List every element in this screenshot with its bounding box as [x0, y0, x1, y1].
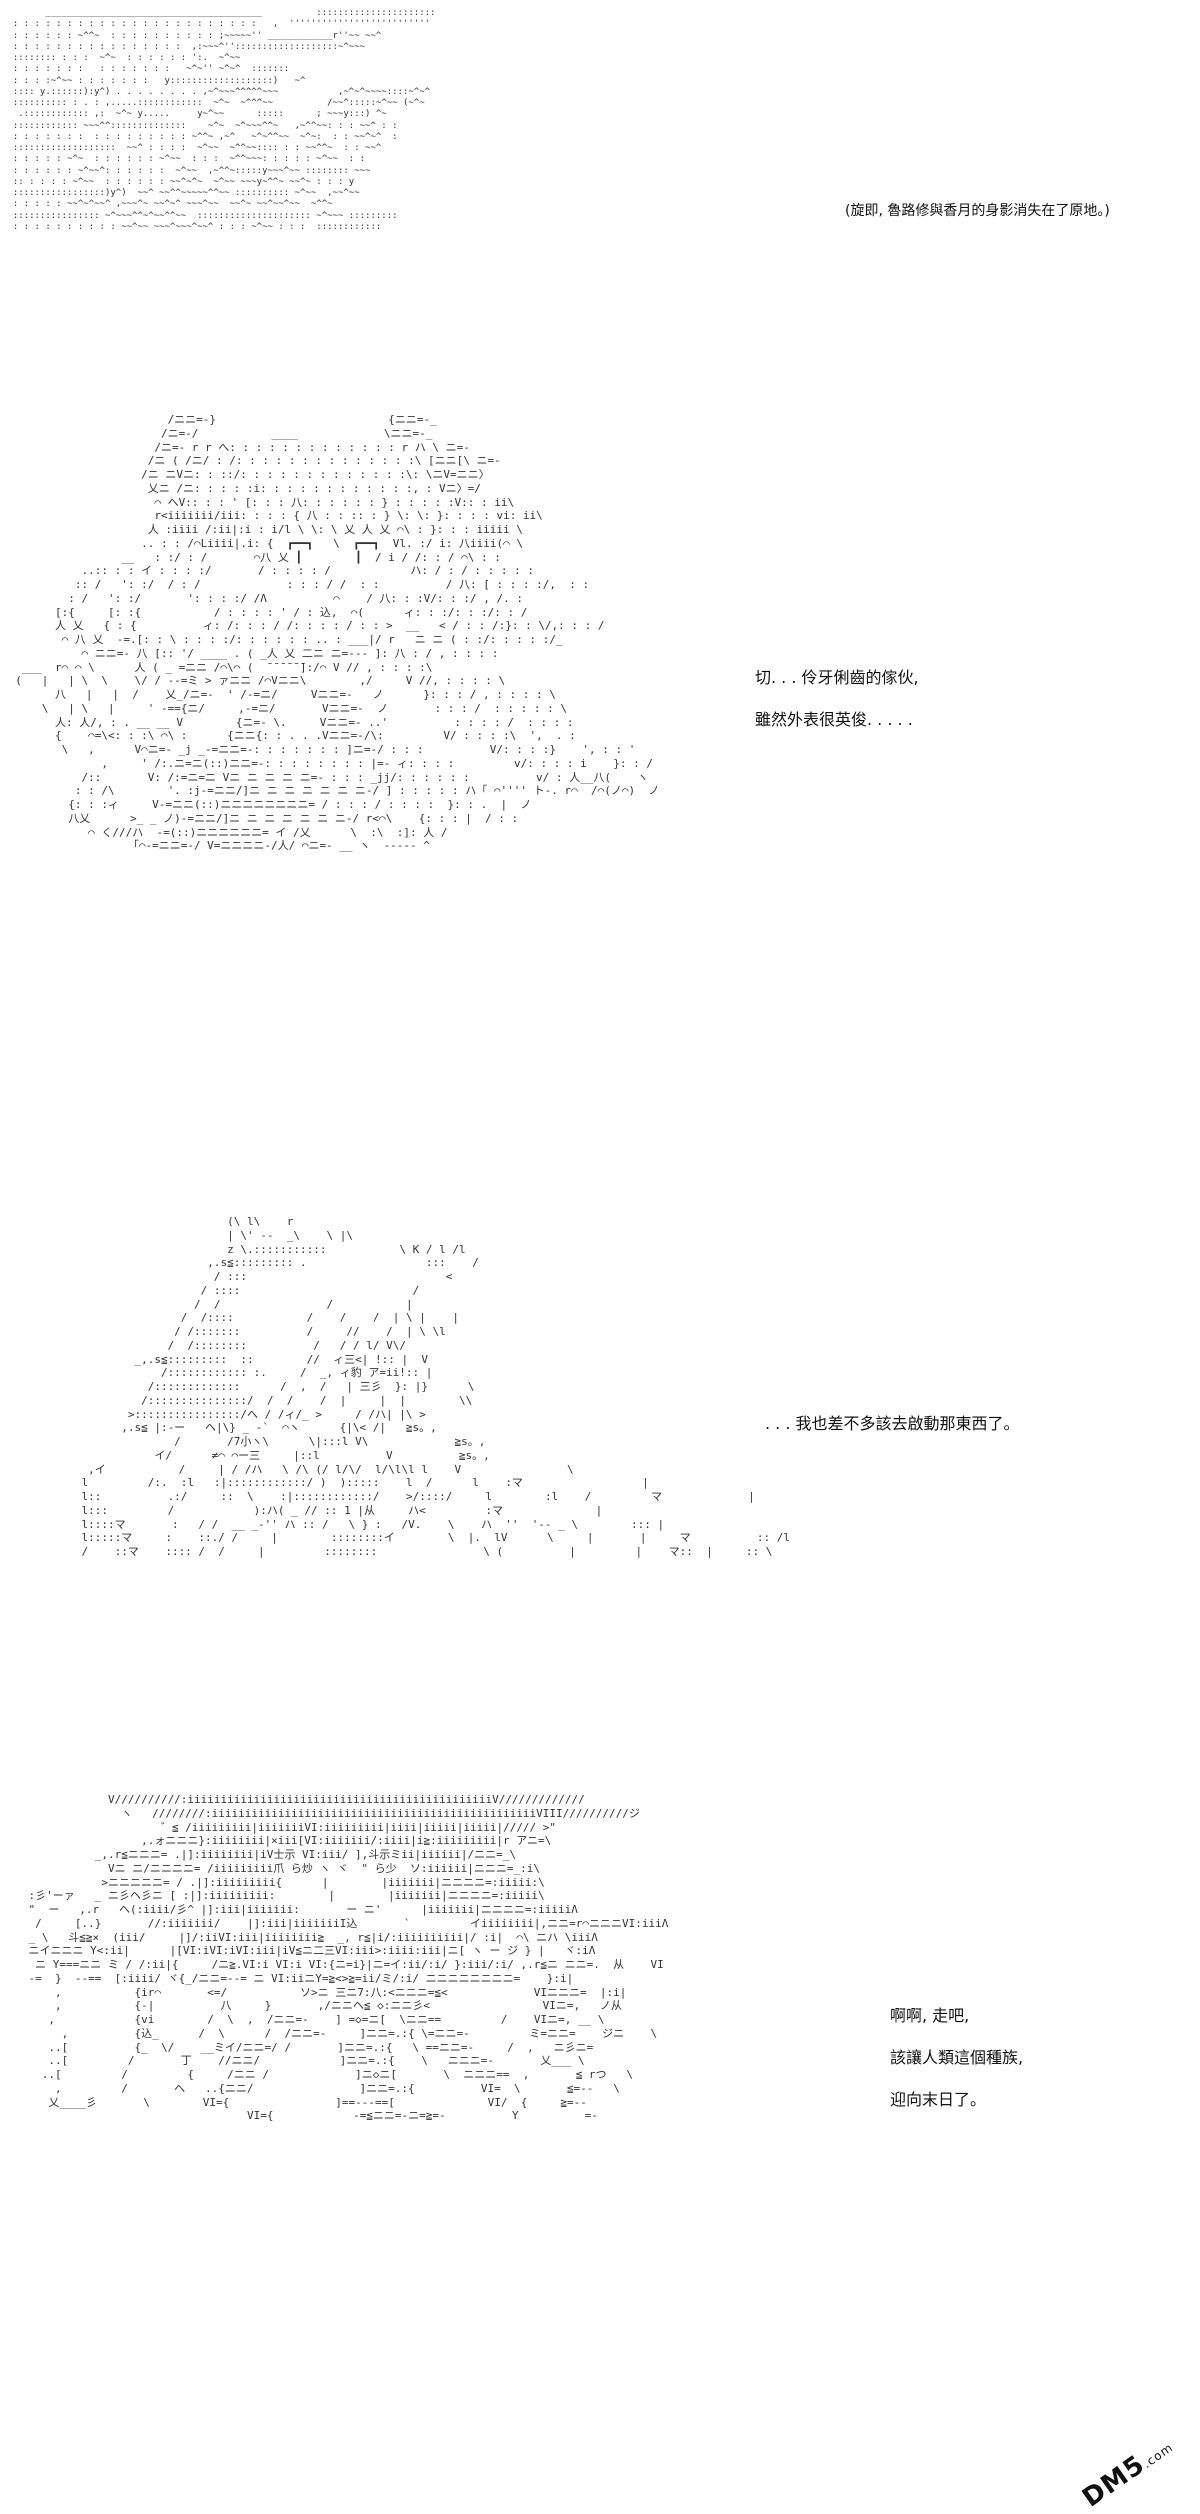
- ascii-art-panel-4: V//////////:iiiiiiiiiiiiiiiiiiiiiiiiiiii…: [28, 1793, 669, 2123]
- panel-3: (\ l\ r | \' -- _\ \ |\ z \.::::::::::: …: [0, 1205, 1200, 1775]
- caption-panel-1: (旋即, 魯路修與香月的身影消失在了原地。): [845, 200, 1110, 220]
- caption-panel-2: 切. . . 伶牙俐齒的傢伙, 雖然外表很英俊. . . . .: [755, 657, 919, 741]
- ascii-art-panel-3: (\ l\ r | \' -- _\ \ |\ z \.::::::::::: …: [81, 1215, 790, 1558]
- ascii-art-panel-2: /ニニ=-} {ニニ=-_ /ニ=-/ ____ \ニニ=-_ /ニ=- r r…: [15, 413, 660, 853]
- caption-line: 啊啊, 走吧,: [890, 2006, 970, 2025]
- caption-panel-4: 啊啊, 走吧, 該讓人類這個種族, 迎向末日了。: [890, 1995, 1023, 2121]
- panel-1: ________________________________________…: [0, 0, 1200, 385]
- caption-line: 切. . . 伶牙俐齒的傢伙,: [755, 668, 919, 687]
- panel-4: V//////////:iiiiiiiiiiiiiiiiiiiiiiiiiiii…: [0, 1785, 1200, 2473]
- panel-2: /ニニ=-} {ニニ=-_ /ニ=-/ ____ \ニニ=-_ /ニ=- r r…: [0, 395, 1200, 1195]
- caption-line: (旋即, 魯路修與香月的身影消失在了原地。): [845, 203, 1110, 219]
- ascii-art-panel-1: ________________________________________…: [12, 8, 436, 232]
- caption-line: . . . 我也差不多該去啟動那東西了。: [765, 1414, 1020, 1433]
- caption-line: 雖然外表很英俊. . . . .: [755, 710, 913, 729]
- caption-panel-3: . . . 我也差不多該去啟動那東西了。: [765, 1410, 1020, 1434]
- caption-line: 該讓人類這個種族,: [890, 2048, 1024, 2067]
- caption-line: 迎向末日了。: [890, 2090, 987, 2109]
